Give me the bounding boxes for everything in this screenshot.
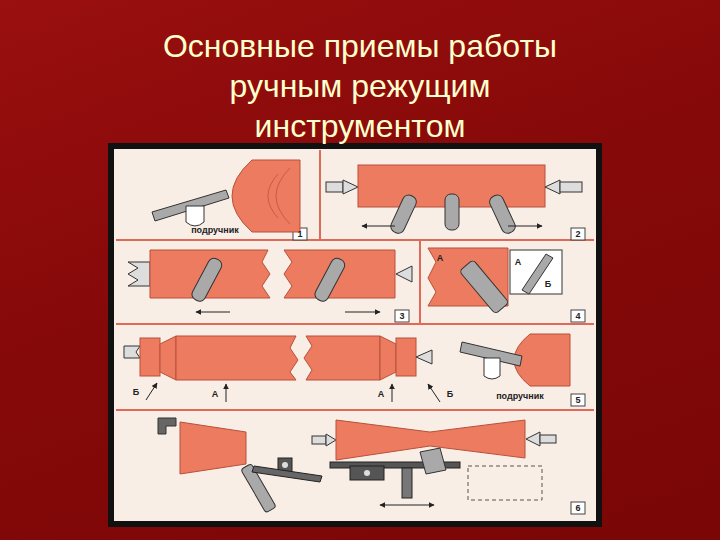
part-label: А xyxy=(378,389,385,399)
cone-turning xyxy=(380,505,407,506)
profile-turning xyxy=(514,334,570,386)
cone-turning xyxy=(526,432,540,446)
shaping-turning xyxy=(190,256,224,303)
cylinder-turning xyxy=(389,193,419,235)
picture-frame xyxy=(111,146,599,524)
profile-turning xyxy=(304,336,380,380)
panel-divider xyxy=(116,409,594,411)
panel-divider xyxy=(419,240,421,324)
face-turning xyxy=(186,206,204,226)
cylinder-turning xyxy=(445,194,459,230)
cutting-off xyxy=(522,254,553,294)
slide-title: Основные приемы работы ручным режущим ин… xyxy=(127,26,593,146)
shaping-turning xyxy=(313,256,347,303)
cylinder-turning xyxy=(508,226,542,227)
cylinder-turning xyxy=(326,165,582,235)
profile-turning xyxy=(396,338,416,376)
cone-turning xyxy=(282,462,288,468)
profile-turning xyxy=(226,384,227,402)
part-label: А xyxy=(515,257,522,267)
profile-turning xyxy=(140,338,160,376)
cylinder-turning xyxy=(326,182,343,192)
panel-divider xyxy=(116,239,594,241)
shaping-turning xyxy=(345,312,380,313)
number-box xyxy=(571,502,585,514)
profile-turning xyxy=(176,336,298,380)
profile-turning xyxy=(380,336,396,380)
number-box xyxy=(571,394,585,406)
face-turning xyxy=(232,160,300,232)
panel-divider xyxy=(116,323,594,325)
face-turning xyxy=(276,168,290,224)
number-box xyxy=(293,228,585,514)
number-box xyxy=(571,228,585,240)
cutting-off xyxy=(459,260,509,314)
profile-turning xyxy=(392,384,393,402)
cone-turning xyxy=(252,466,322,482)
profile-turning xyxy=(428,384,440,402)
part-label: А xyxy=(437,253,444,263)
number-box xyxy=(395,310,409,322)
cone-turning xyxy=(420,448,446,474)
profile-turning xyxy=(416,350,432,364)
part-label: Б xyxy=(447,389,453,399)
picture-frame xyxy=(111,146,599,524)
cylinder-turning xyxy=(545,180,560,194)
shaping-turning xyxy=(128,262,150,286)
shaping-turning xyxy=(196,312,230,313)
shaping-turning xyxy=(128,250,412,312)
cylinder-turning xyxy=(560,182,582,192)
face-turning xyxy=(152,160,300,232)
cylinder-turning xyxy=(343,180,358,194)
cone-turning xyxy=(158,418,176,434)
cone-turning xyxy=(350,466,384,480)
cylinder-turning xyxy=(488,193,518,235)
callout-number: 5 xyxy=(575,395,580,405)
face-turning xyxy=(268,174,278,218)
cone-turning xyxy=(326,434,336,446)
shaping-turning xyxy=(396,266,412,282)
cutting-off xyxy=(428,248,562,314)
part-label: подручник xyxy=(191,225,239,235)
cutting-off xyxy=(510,250,562,294)
cone-turning xyxy=(407,505,434,506)
cone-turning xyxy=(180,422,246,474)
part-label: А xyxy=(212,389,219,399)
cone-turning xyxy=(540,435,556,443)
profile-turning xyxy=(160,336,176,380)
profile-turning xyxy=(484,358,500,379)
profile-turning xyxy=(124,346,140,358)
panel-divider xyxy=(319,150,321,240)
cone-turning xyxy=(364,470,370,476)
part-label: Б xyxy=(545,279,551,289)
profile-turning xyxy=(146,383,157,400)
cone-turning xyxy=(402,468,412,498)
callout-number: 2 xyxy=(575,229,580,239)
callout-number: 4 xyxy=(575,311,580,321)
part-label: подручник xyxy=(496,391,544,401)
part-label: Б xyxy=(133,387,139,397)
cylinder-turning xyxy=(362,226,395,227)
callout-number: 6 xyxy=(575,503,580,513)
cone-turning xyxy=(158,418,556,513)
callout-number: 3 xyxy=(399,311,404,321)
number-box xyxy=(571,310,585,322)
callout-number: 1 xyxy=(297,229,302,239)
cone-turning xyxy=(312,436,326,444)
profile-turning xyxy=(124,334,570,402)
cone-turning xyxy=(468,466,542,500)
panel-divider xyxy=(116,150,594,410)
